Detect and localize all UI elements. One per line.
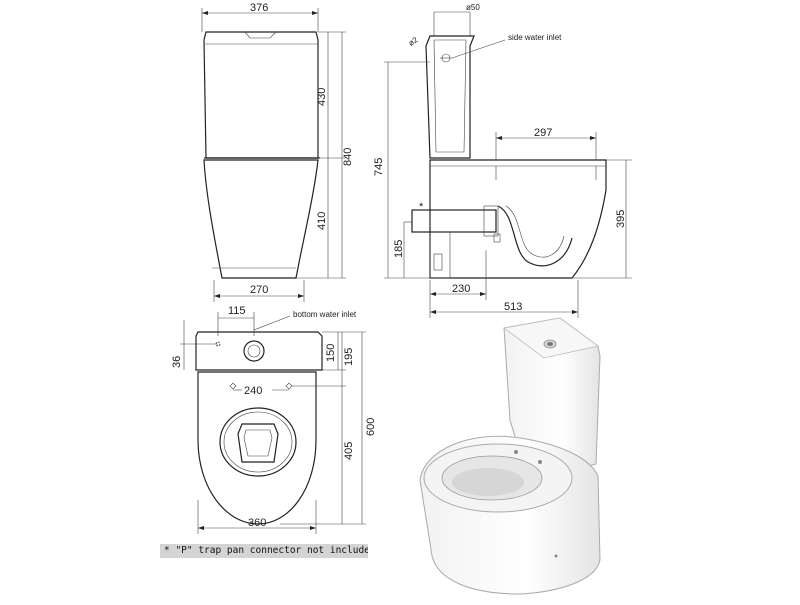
dim-total-height: 840 [342,148,354,166]
note-connector: * "P" trap pan connector not included. [160,544,368,558]
asterisk-mark: * [419,201,424,213]
dim-width-top: 376 [250,2,268,14]
toilet-render [419,317,601,595]
dim-diameter: ø50 [466,3,480,12]
dim-base-width: 270 [250,284,268,296]
dim-inlet-edge: 36 [171,356,183,368]
dim-seat-depth: 297 [534,127,552,139]
dim-tank-depth: 150 [325,344,337,362]
dim-pan-height: 410 [316,212,328,230]
dim-fixing-depth: 195 [343,348,355,366]
dim-trap-height: 185 [393,240,405,258]
dim-fixing-spacing: 240 [244,385,262,397]
dim-trap-distance: 230 [452,283,470,295]
side-view: ø50 ø2 side water inlet 745 * [373,3,632,318]
dim-overall-length: 600 [365,418,377,436]
dim-tank-height: 430 [316,88,328,106]
dim-inlet-offset: 115 [228,305,246,317]
dim-bowl-depth: 405 [343,442,355,460]
bottom-inlet-label: bottom water inlet [293,310,357,319]
front-view: 376 430 840 410 270 [201,2,354,302]
plan-view: 115 bottom water inlet 36 240 150 19 [171,305,377,534]
dim-outlet-height: 745 [373,158,385,176]
side-inlet-label: side water inlet [508,33,562,42]
dim-overall-width: 360 [248,517,266,529]
dim-angle: ø2 [407,35,420,48]
dim-overall-depth: 513 [504,301,522,313]
dim-seat-height: 395 [615,210,627,228]
